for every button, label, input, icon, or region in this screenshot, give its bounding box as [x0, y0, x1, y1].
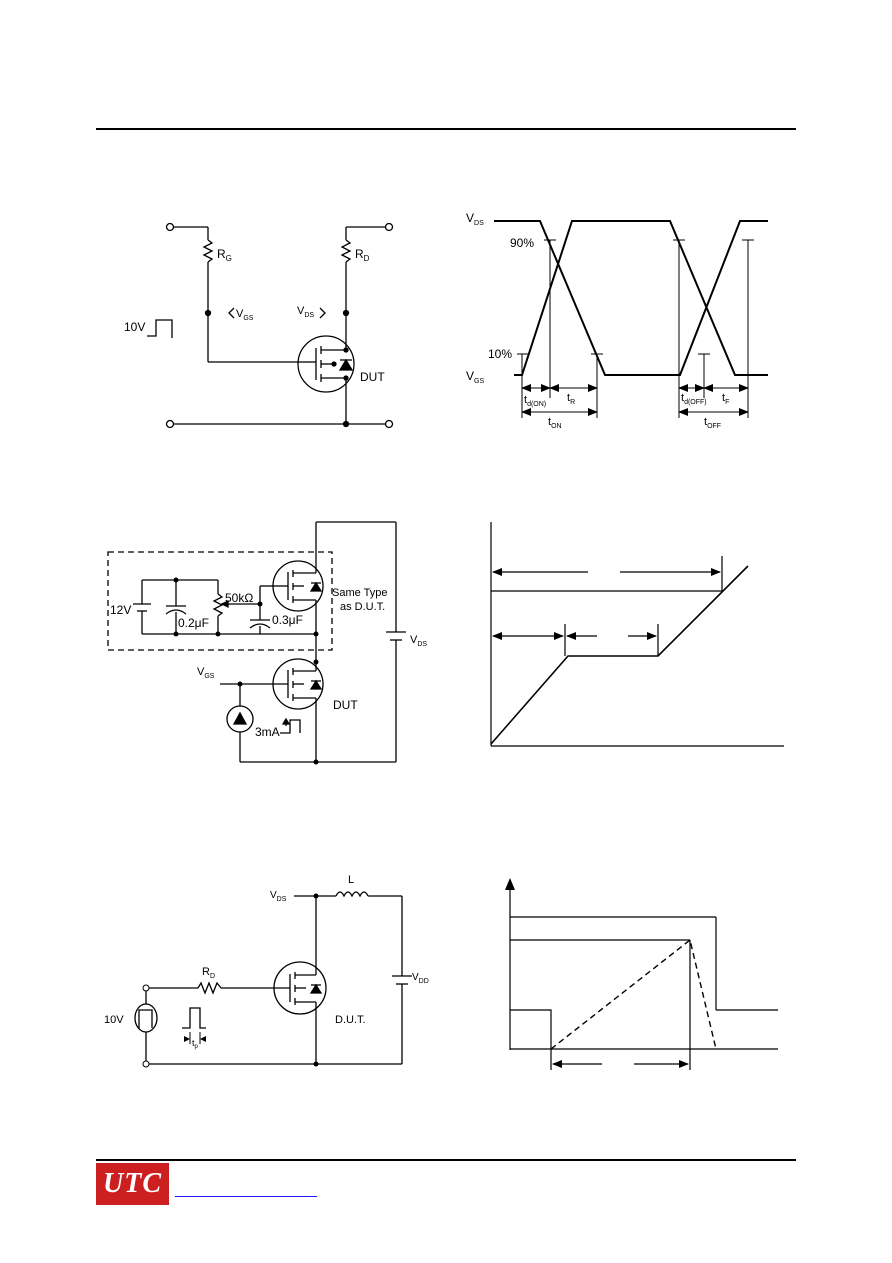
- label-rg: RG: [217, 247, 232, 263]
- gc-label-0-2uf: 0.2μF: [178, 616, 209, 630]
- wave-label-td-off: td(OFF): [681, 392, 707, 406]
- mosfet-dut: [297, 335, 355, 393]
- node-vds: [342, 309, 350, 317]
- gate-charge-curve: [490, 565, 749, 745]
- uis-label-dut: D.U.T.: [335, 1014, 366, 1026]
- gc-label-same-type: Same Type: [332, 587, 387, 599]
- uis-label-rd: RD: [202, 966, 215, 980]
- wave-label-vgs: VGS: [466, 369, 484, 385]
- pulse-tp-icon: [182, 1007, 206, 1029]
- id-waveform-uis: [550, 938, 717, 1050]
- gc-label-12v: 12V: [110, 603, 131, 617]
- pulse-source: [134, 1003, 158, 1033]
- terminal-out-bottom: [384, 419, 394, 429]
- vds-waveform: [494, 220, 768, 376]
- uis-waveform: [505, 878, 778, 1070]
- wave-label-90: 90%: [510, 236, 534, 250]
- pulse-gate-icon: [280, 719, 301, 734]
- uis-label-vds: VDS: [270, 890, 287, 903]
- gc-label-vgs: VGS: [197, 666, 215, 680]
- wave-label-tf: tF: [722, 392, 729, 406]
- uis-label-l: L: [348, 874, 354, 886]
- gc-label-as-dut: as D.U.T.: [340, 601, 385, 613]
- uis-label-tp: tp: [192, 1038, 199, 1050]
- switching-test-circuit: [147, 222, 394, 429]
- label-pulse-10v: 10V: [124, 320, 145, 334]
- website-link[interactable]: [175, 1196, 317, 1197]
- resistor-rg: [202, 239, 214, 263]
- gc-label-0-3uf: 0.3μF: [272, 613, 303, 627]
- uis-test-circuit: [134, 891, 412, 1065]
- pulse-10v-icon: [147, 319, 173, 338]
- gc-label-50k: 50kΩ: [225, 591, 253, 605]
- wave-label-vds: VDS: [466, 211, 484, 227]
- uis-label-vdd: VDD: [412, 972, 429, 985]
- footer-rule: [96, 1159, 796, 1161]
- uis-label-10v: 10V: [104, 1014, 124, 1026]
- header-rule: [96, 128, 796, 130]
- utc-logo: UTC: [96, 1163, 169, 1205]
- vgs-waveform: [514, 220, 768, 376]
- label-vds: VDS: [297, 305, 314, 319]
- dashed-box: [107, 551, 333, 651]
- terminal-in-top: [165, 222, 175, 232]
- resistor-rd-uis: [197, 981, 222, 995]
- gc-label-vds: VDS: [410, 634, 427, 648]
- wave-label-10: 10%: [488, 347, 512, 361]
- terminal-out-top: [384, 222, 394, 232]
- vds-waveform-uis: [510, 1009, 552, 1049]
- gc-label-3ma: 3mA: [255, 725, 280, 739]
- label-vgs: VGS: [236, 308, 254, 322]
- wave-label-ton: tON: [548, 416, 562, 430]
- wave-label-toff: tOFF: [704, 416, 721, 430]
- switching-waveforms: [494, 220, 768, 418]
- label-dut: DUT: [360, 370, 385, 384]
- gate-charge-waveform: [490, 522, 784, 747]
- resistor-rd: [340, 239, 352, 263]
- node-vgs: [204, 309, 212, 317]
- inductor-l: [335, 891, 369, 898]
- wave-label-td-on: td(ON): [524, 394, 546, 408]
- label-rd: RD: [355, 247, 370, 263]
- gc-label-dut: DUT: [333, 698, 358, 712]
- potentiometer-50k: [212, 593, 224, 617]
- wave-label-tr: tR: [567, 392, 575, 406]
- terminal-in-bottom: [165, 419, 175, 429]
